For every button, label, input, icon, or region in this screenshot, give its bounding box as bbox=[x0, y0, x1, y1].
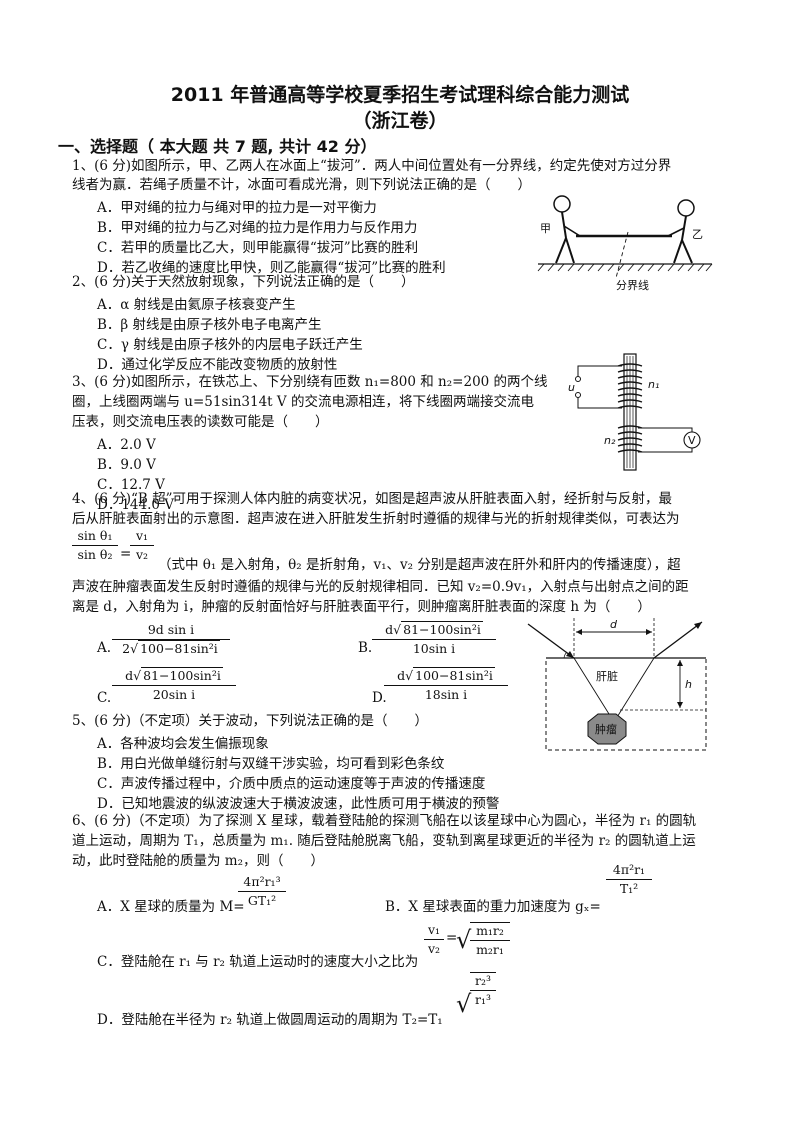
q4-stem-line2: 后从肝脏表面射出的示意图．超声波在进入肝脏发生折射时遵循的规律与光的折射规律类似… bbox=[72, 511, 680, 527]
q6-option-c-radicand: m₁r₂ m₂r₁ bbox=[470, 922, 510, 958]
q4-option-d-frac: d√100−81sin²i 18sin i bbox=[384, 667, 508, 703]
q5-option-a: A．各种波均会发生偏振现象 bbox=[97, 736, 269, 752]
q3-stem-line2: 圈，上线圈两端与 u=51sin314t V 的交流电源相连，将下线圈两端接交流… bbox=[72, 394, 534, 410]
q4-formula-right: v₁ v₂ bbox=[130, 528, 154, 563]
q4-option-c-label: C. bbox=[97, 690, 112, 706]
q6-option-c-frac: v₁ v₂ bbox=[424, 922, 444, 957]
q4-formula-num: sin θ₁ bbox=[77, 528, 113, 543]
section-heading: 一、选择题（ 本大题 共 7 题, 共计 42 分） bbox=[58, 137, 377, 156]
q6-option-d-sqrt: √ bbox=[456, 990, 472, 1018]
q5-option-d: D．已知地震波的纵波波速大于横波波速，此性质可用于横波的预警 bbox=[97, 796, 500, 812]
q3-stem-line1: 3、(6 分)如图所示，在铁芯上、下分别绕有匝数 n₁=800 和 n₂=200… bbox=[72, 374, 548, 390]
label-d: d bbox=[610, 618, 618, 631]
q6-option-d-radicand: r₂³ r₁³ bbox=[470, 972, 496, 1008]
q4-option-a-frac: 9d sin i 2√100−81sin²i bbox=[112, 622, 230, 657]
q4-option-a-num: 9d sin i bbox=[147, 622, 195, 637]
q6-option-a: A．X 星球的质量为 M= bbox=[97, 899, 245, 915]
q4-stem-line1: 4、(6 分)“B 超”可用于探测人体内脏的病变状况，如图是超声波从肝脏表面入射… bbox=[72, 491, 673, 507]
q4-formula-rden: v₂ bbox=[135, 547, 149, 562]
q4-stem-line3: （式中 θ₁ 是入射角，θ₂ 是折射角，v₁、v₂ 分别是超声波在肝外和肝内的传… bbox=[158, 557, 681, 573]
q1-stem-line2: 线者为赢．若绳子质量不计，冰面可看成光滑，则下列说法正确的是（ ） bbox=[72, 177, 531, 193]
q2-option-d: D．通过化学反应不能改变物质的放射性 bbox=[97, 357, 338, 373]
q6-stem-line1: 6、(6 分)（不定项）为了探测 X 星球，载着登陆舱的探测飞船在以该星球中心为… bbox=[72, 813, 697, 829]
label-n2: n₂ bbox=[604, 434, 616, 447]
q4-formula-eq: = bbox=[120, 546, 132, 562]
label-jia: 甲 bbox=[540, 222, 551, 235]
q4-option-c-num: d√81−100sin²i bbox=[125, 667, 223, 683]
q4-stem-line5: 离是 d，入射角为 i，肿瘤的反射面恰好与肝脏表面平行，则肿瘤离肝脏表面的深度 … bbox=[72, 599, 651, 615]
q4-option-d-den: 18sin i bbox=[424, 687, 468, 702]
label-u: u bbox=[568, 381, 575, 394]
q3-stem-line3: 压表，则交流电压表的读数可能是（ ） bbox=[72, 414, 329, 430]
q4-option-a-den: 2√100−81sin²i bbox=[122, 640, 220, 656]
label-yi: 乙 bbox=[692, 228, 703, 241]
q4-option-b-den: 10sin i bbox=[412, 641, 456, 656]
label-voltmeter: V bbox=[688, 434, 696, 447]
q1-stem-line1: 1、(6 分)如图所示，甲、乙两人在冰面上“拔河”．两人中间位置处有一分界线，约… bbox=[72, 158, 672, 174]
q4-formula-den: sin θ₂ bbox=[77, 547, 113, 562]
q2-stem: 2、(6 分)关于天然放射现象，下列说法正确的是（ ） bbox=[72, 274, 415, 290]
q6-option-c-eq: = bbox=[446, 930, 458, 946]
q2-option-a: A．α 射线是由氦原子核衰变产生 bbox=[97, 297, 296, 313]
q4-formula-left: sin θ₁ sin θ₂ bbox=[72, 528, 118, 563]
q6-option-b: B．X 星球表面的重力加速度为 gₓ= bbox=[385, 899, 601, 915]
q6-option-c-sqrt: √ bbox=[456, 926, 472, 954]
q4-formula-rnum: v₁ bbox=[135, 528, 149, 543]
label-h: h bbox=[685, 678, 692, 691]
q4-option-c-den: 20sin i bbox=[152, 687, 196, 702]
label-liver: 肝脏 bbox=[596, 670, 618, 683]
q5-stem: 5、(6 分)（不定项）关于波动，下列说法正确的是（ ） bbox=[72, 713, 429, 729]
q5-option-c: C．声波传播过程中，介质中质点的运动速度等于声波的传播速度 bbox=[97, 776, 486, 792]
q6-option-d: D．登陆舱在半径为 r₂ 轨道上做圆周运动的周期为 T₂=T₁ bbox=[97, 1012, 443, 1028]
q1-option-b: B．甲对绳的拉力与乙对绳的拉力是作用力与反作用力 bbox=[97, 220, 418, 236]
q4-option-b-label: B. bbox=[358, 640, 373, 656]
q6-option-a-frac: 4π²r₁³ GT₁² bbox=[238, 874, 286, 909]
q4-option-b-num: d√81−100sin²i bbox=[385, 621, 483, 637]
label-tumor: 肿瘤 bbox=[595, 722, 617, 736]
transformer-figure: u n₁ n₂ V bbox=[568, 353, 701, 471]
q4-option-c-frac: d√81−100sin²i 20sin i bbox=[112, 667, 236, 703]
q3-option-a: A．2.0 V bbox=[97, 437, 156, 453]
label-n1: n₁ bbox=[648, 378, 659, 391]
tug-of-war-figure: 甲 乙 分界线 bbox=[537, 195, 713, 292]
q6-option-b-frac: 4π²r₁ T₁² bbox=[606, 862, 652, 897]
q3-option-d: D．144.0 V bbox=[97, 497, 175, 513]
q1-option-c: C．若甲的质量比乙大，则甲能赢得“拔河”比赛的胜利 bbox=[97, 240, 419, 256]
q2-option-b: B．β 射线是由原子核外电子电离产生 bbox=[97, 317, 322, 333]
q6-stem-line2: 道上运动，周期为 T₁，总质量为 m₁. 随后登陆舱脱离飞船，变轨到离星球更近的… bbox=[72, 833, 696, 849]
label-boundary: 分界线 bbox=[616, 278, 649, 292]
q3-option-c: C．12.7 V bbox=[97, 477, 165, 493]
q5-option-b: B．用白光做单缝衍射与双缝干涉实验，均可看到彩色条纹 bbox=[97, 756, 445, 772]
q4-stem-line4: 声波在肿瘤表面发生反射时遵循的规律与光的反射规律相同．已知 v₂=0.9v₁，入… bbox=[72, 579, 689, 595]
page-subtitle: （浙江卷） bbox=[352, 110, 448, 132]
liver-ultrasound-figure: d h 肝脏 肿瘤 bbox=[527, 618, 707, 751]
page-title: 2011 年普通高等学校夏季招生考试理科综合能力测试 bbox=[170, 84, 630, 106]
q1-option-d: D．若乙收绳的速度比甲快，则乙能赢得“拔河”比赛的胜利 bbox=[97, 260, 446, 276]
q6-option-c: C．登陆舱在 r₁ 与 r₂ 轨道上运动时的速度大小之比为 bbox=[97, 954, 419, 970]
q6-stem-line3: 动，此时登陆舱的质量为 m₂，则（ ） bbox=[72, 853, 325, 869]
q2-option-c: C．γ 射线是由原子核外的内层电子跃迁产生 bbox=[97, 337, 363, 353]
q3-option-b: B．9.0 V bbox=[97, 457, 156, 473]
q1-option-a: A．甲对绳的拉力与绳对甲的拉力是一对平衡力 bbox=[97, 200, 377, 216]
q4-option-b-frac: d√81−100sin²i 10sin i bbox=[372, 621, 496, 657]
q4-option-d-label: D. bbox=[372, 690, 387, 706]
q4-option-a-label: A. bbox=[97, 640, 112, 656]
q4-option-d-num: d√100−81sin²i bbox=[397, 667, 495, 683]
